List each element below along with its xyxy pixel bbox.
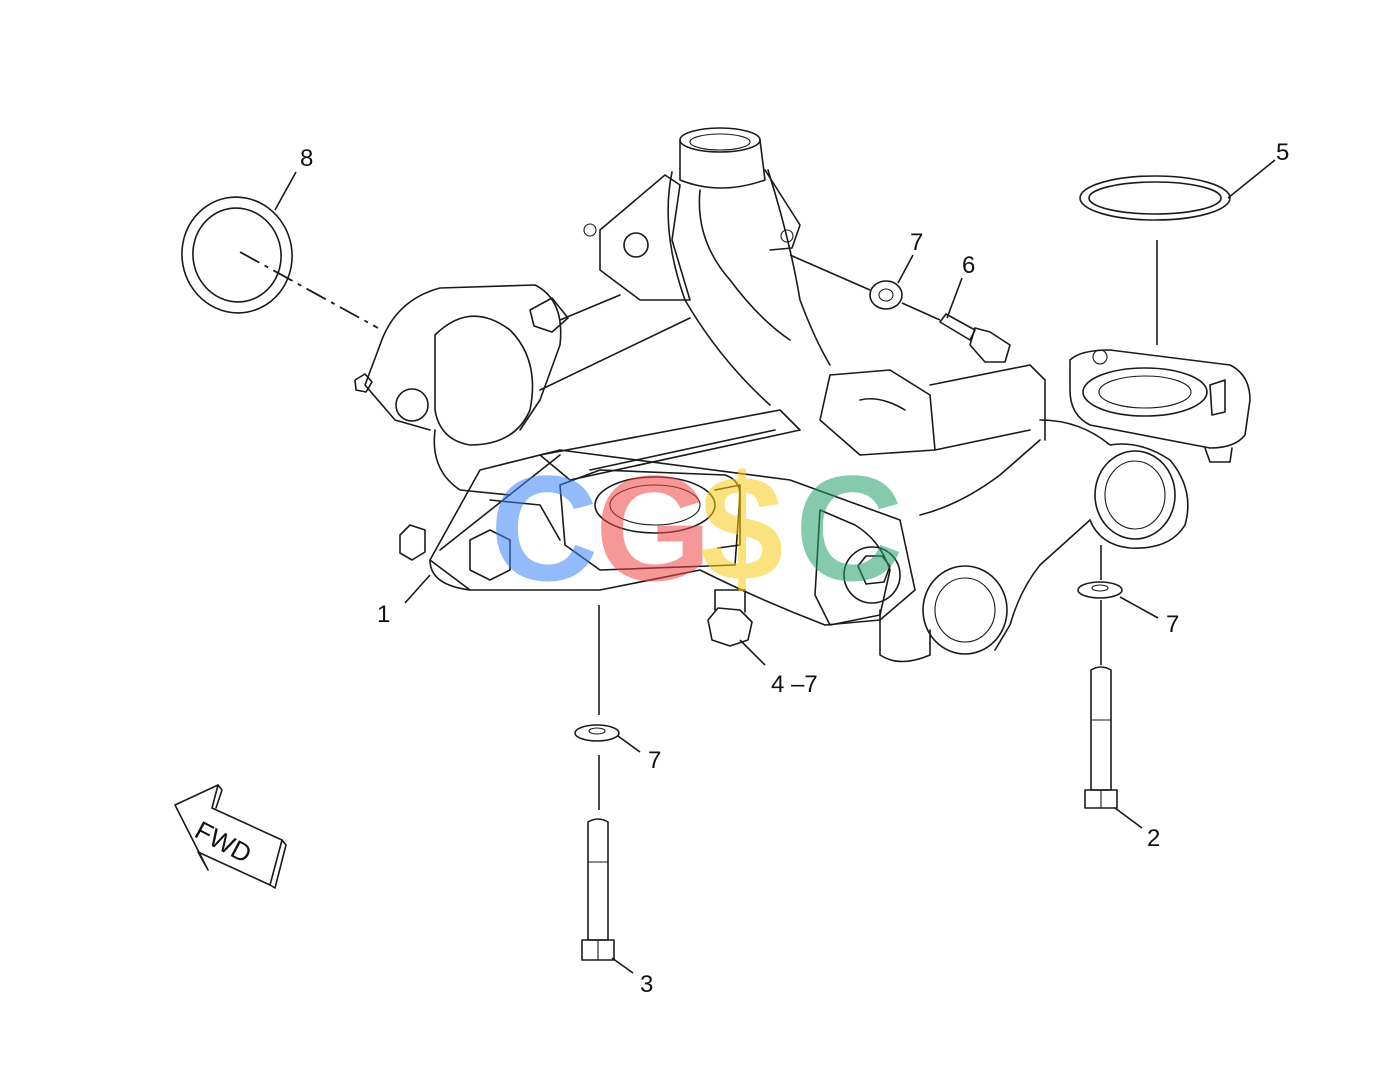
watermark-logo: C G $ C: [490, 444, 903, 612]
callout-5: 5: [1276, 139, 1289, 166]
callout-1: 1: [377, 601, 390, 628]
watermark-letter-3: $: [700, 444, 783, 612]
leader-1: [404, 574, 431, 604]
leader-2: [1114, 807, 1143, 829]
o-ring-seal-8: [181, 196, 293, 314]
callout-6: 6: [962, 252, 975, 279]
fwd-arrow-icon: FWD: [174, 784, 287, 889]
assembly-axis-6: [789, 254, 871, 291]
o-ring-seal-5: [1079, 175, 1231, 221]
watermark-letter-2: G: [595, 444, 712, 612]
callout-7-right: 7: [1166, 611, 1179, 638]
washer-7-center: [574, 724, 620, 742]
leader-8: [274, 171, 297, 211]
bolt-6: [939, 313, 1011, 363]
leader-5: [1227, 159, 1276, 199]
leader-7-right: [1119, 596, 1159, 619]
leader-7-center: [617, 735, 641, 753]
leader-4-7: [739, 639, 766, 666]
washer-7-top: [869, 280, 903, 310]
callout-8: 8: [300, 145, 313, 172]
leader-3: [611, 957, 634, 974]
bolt-3: [581, 818, 615, 961]
assembly-axis-8: [239, 251, 379, 329]
watermark-letter-4: C: [795, 444, 903, 612]
bolt-2: [1084, 666, 1118, 809]
callout-7-top: 7: [910, 229, 923, 256]
callout-3: 3: [640, 971, 653, 998]
assembly-axis-6b: [901, 302, 941, 321]
washer-7-right: [1077, 581, 1123, 599]
leader-6: [946, 277, 963, 319]
callout-2: 2: [1147, 825, 1160, 852]
watermark-letter-1: C: [490, 444, 598, 612]
callout-7-center: 7: [648, 747, 661, 774]
leader-7-top: [897, 254, 914, 284]
housing-assembly: [354, 127, 1251, 663]
callout-4-7: 4 –7: [771, 671, 818, 698]
